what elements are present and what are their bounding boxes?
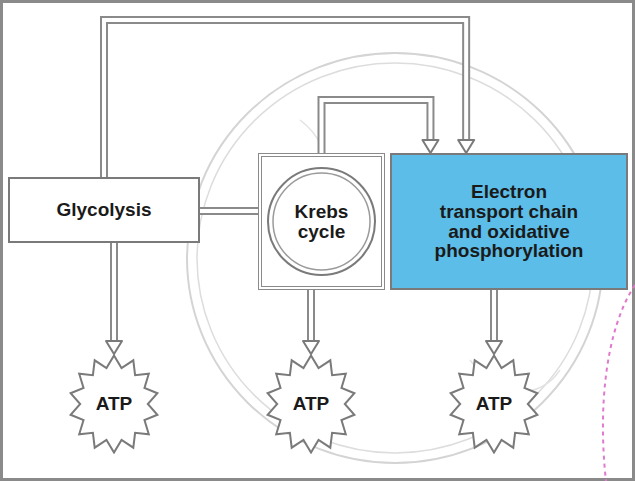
flow-connector: [303, 290, 319, 354]
node-label: ATP: [476, 394, 513, 414]
cycle-ring: [268, 168, 375, 275]
cycle-ring-inner: [273, 173, 370, 270]
membrane-dashed: [603, 285, 635, 481]
connector-core: [492, 290, 496, 343]
burst-polygon: [451, 356, 538, 453]
burst-polygon: [71, 356, 158, 453]
node-label: Krebs cycle: [283, 202, 361, 242]
atp-burst: ATP: [448, 354, 540, 454]
flow-connector: [322, 100, 439, 153]
arrowhead: [486, 341, 502, 354]
connector-outline: [322, 100, 431, 153]
connector-core: [200, 209, 258, 213]
connector-outline: [200, 207, 258, 215]
flow-connector: [200, 211, 258, 212]
node-label: ATP: [96, 394, 133, 414]
process-box: Electron transport chain and oxidative p…: [390, 153, 628, 290]
flow-connector: [106, 243, 122, 354]
flow-connector: [486, 290, 502, 354]
node-label: Electron transport chain and oxidative p…: [429, 182, 589, 262]
arrowhead: [106, 341, 122, 354]
connector-core: [112, 243, 116, 343]
arrowhead: [458, 140, 474, 153]
atp-burst: ATP: [68, 354, 160, 454]
burst-polygon: [268, 356, 355, 453]
atp-burst: ATP: [265, 354, 357, 454]
connector-core: [309, 290, 313, 343]
connector-outline: [110, 243, 118, 343]
connector-outline: [490, 290, 498, 343]
node-label: ATP: [293, 394, 330, 414]
connector-core: [322, 100, 431, 153]
process-box: Glycolysis: [8, 177, 200, 243]
arrowhead: [422, 140, 438, 153]
connector-outline: [307, 290, 315, 343]
node-label: Glycolysis: [56, 200, 151, 220]
arrowhead: [303, 341, 319, 354]
cycle-box: Krebs cycle: [258, 153, 385, 290]
